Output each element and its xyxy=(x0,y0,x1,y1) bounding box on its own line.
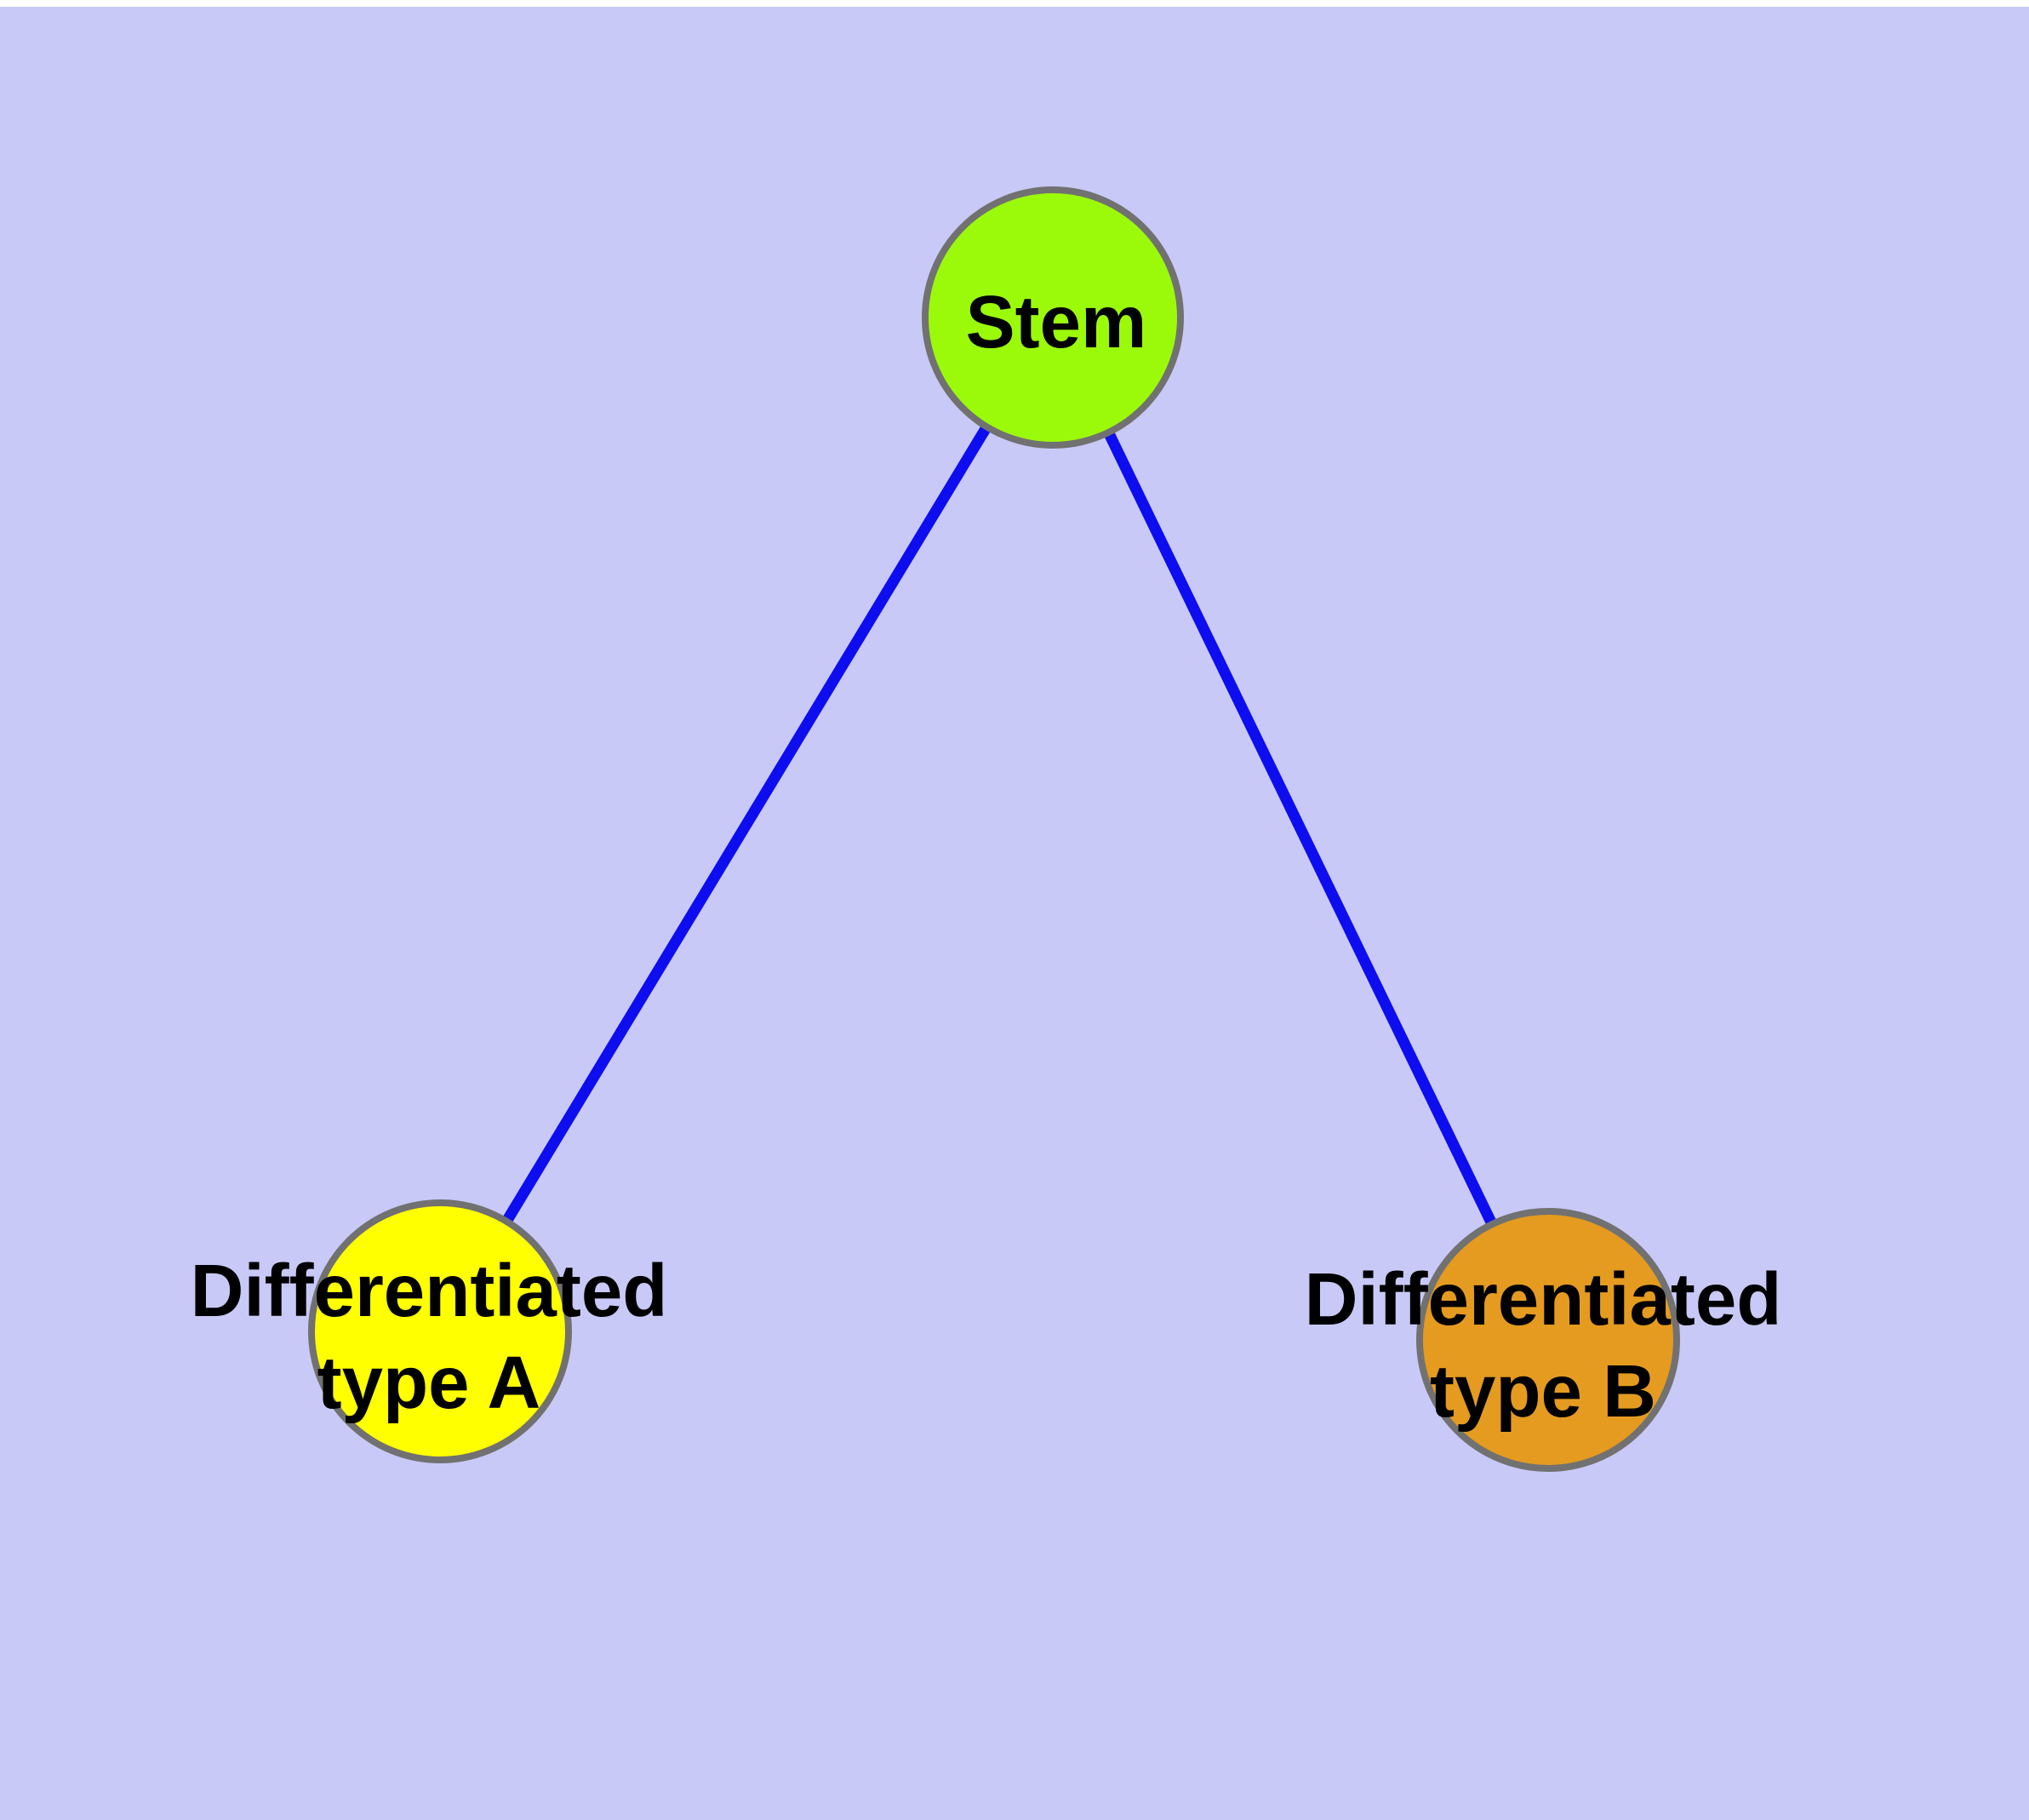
edges xyxy=(435,314,1553,1342)
edge-stem-to-type-a xyxy=(435,314,1058,1335)
node-type-a-label-line2: type A xyxy=(317,1342,541,1424)
node-stem-circle xyxy=(922,186,1184,449)
node-labels: Stem Differentiated type A Differentiate… xyxy=(191,281,1782,1433)
nodes xyxy=(308,186,1680,1472)
node-type-b-circle xyxy=(1416,1208,1680,1472)
node-type-b-label-line2: type B xyxy=(1430,1350,1656,1433)
node-type-b-label-line1: Differentiated xyxy=(1305,1258,1782,1341)
edge-stem-to-type-b xyxy=(1048,315,1553,1342)
node-type-a-circle xyxy=(308,1199,572,1463)
node-type-a-label-line1: Differentiated xyxy=(191,1250,668,1332)
node-stem-label: Stem xyxy=(966,281,1147,363)
